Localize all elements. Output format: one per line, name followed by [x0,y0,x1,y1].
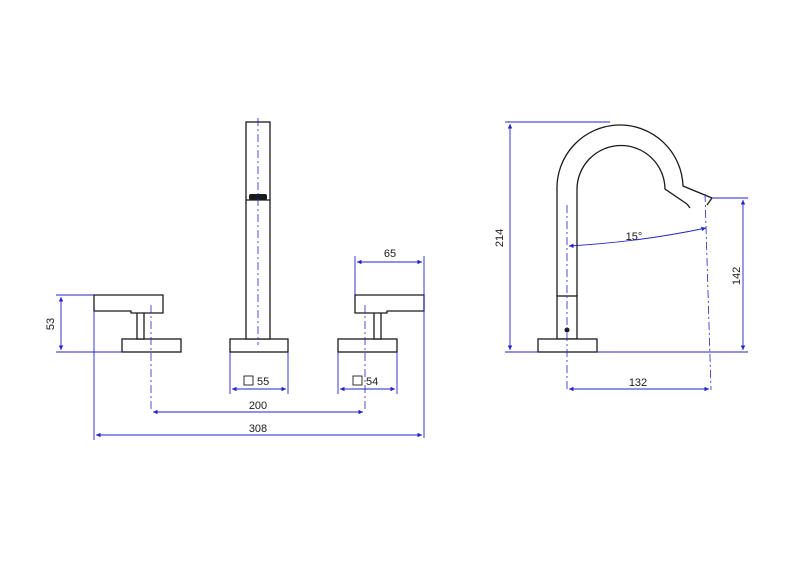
dim-65-label: 65 [384,248,396,260]
dim-55-label: 55 [257,376,269,388]
spout-tip-upper [706,197,713,206]
front-view: 53 65 55 54 200 [45,118,425,440]
dim-142-label: 142 [731,267,743,285]
side-view: 214 15° 142 132 [494,121,748,392]
dim-214: 214 [494,121,610,353]
dim-65: 65 [354,248,425,438]
hand-shower [229,121,289,353]
spout-tip-lower [686,203,691,209]
spout-base [537,338,598,353]
dim-142: 142 [597,197,748,353]
dim-308-label: 308 [249,423,267,435]
right-handle-stem [373,310,382,340]
dim-132-label: 132 [629,377,647,389]
dim-15deg-label: 15° [626,231,643,243]
dim-200: 200 [153,400,363,415]
right-handle-base [337,338,398,353]
centerline-outlet [704,193,712,391]
dim-132: 132 [569,377,709,392]
square-symbol-55 [243,375,254,386]
dim-15deg: 15° [568,193,712,391]
left-handle-base [121,338,182,353]
spout-inner [576,144,688,296]
spout-outer [556,124,713,296]
shower-base [229,338,289,353]
left-handle-stem [136,310,145,340]
dim-200-label: 200 [249,400,267,412]
dim-308: 308 [93,311,422,440]
right-handle [337,294,425,353]
dim-53: 53 [45,294,122,353]
square-symbol-54 [352,375,363,386]
dim-54-label: 54 [366,376,378,388]
dim-55: 55 [229,352,289,394]
dim-53-label: 53 [45,318,57,330]
dim-214-label: 214 [494,229,506,247]
left-handle-lever [93,294,164,314]
shower-button [249,194,267,200]
dim-54: 54 [337,352,398,394]
left-handle [93,294,182,353]
